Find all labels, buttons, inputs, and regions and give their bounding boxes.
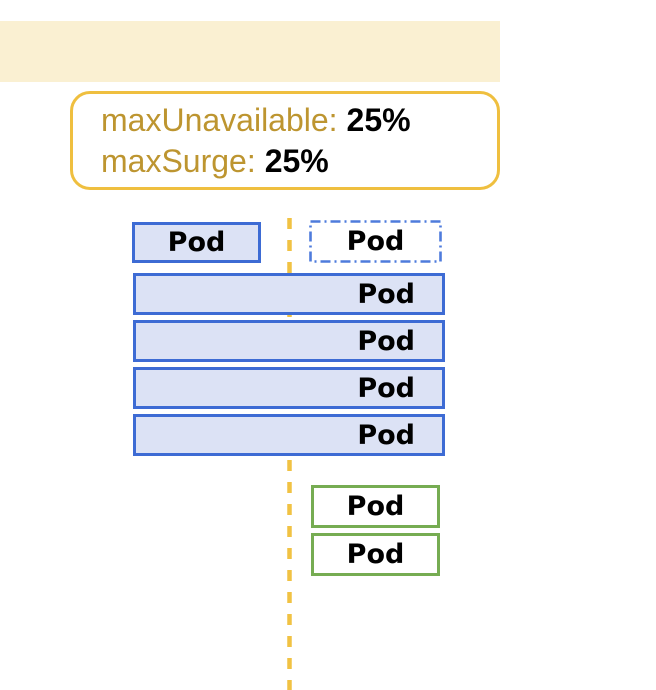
pod-label: Pod [357, 325, 415, 357]
pod-label: Pod [346, 491, 405, 522]
dash-dot-border [309, 220, 442, 263]
max-surge-value: 25% [264, 143, 329, 179]
pod-box-terminating: Pod [132, 222, 261, 263]
max-surge-key: maxSurge: [101, 143, 256, 179]
pod-box-running: Pod [133, 414, 445, 456]
pod-box-running: Pod [133, 367, 445, 409]
pod-box-surge-pending: Pod [309, 220, 442, 263]
max-unavailable-line: maxUnavailable:25% [101, 100, 497, 141]
pod-label: Pod [346, 539, 405, 570]
max-unavailable-key: maxUnavailable: [101, 102, 338, 138]
max-unavailable-value: 25% [346, 102, 411, 138]
pod-label: Pod [167, 227, 226, 258]
max-surge-line: maxSurge:25% [101, 141, 497, 182]
highlight-banner [0, 21, 500, 82]
pod-label: Pod [357, 419, 415, 451]
pod-box-new: Pod [311, 485, 440, 528]
pod-label: Pod [346, 226, 405, 257]
pod-label: Pod [357, 278, 415, 310]
pod-box-new: Pod [311, 533, 440, 576]
pod-label: Pod [357, 372, 415, 404]
pod-box-running: Pod [133, 320, 445, 362]
update-strategy-callout: maxUnavailable:25% maxSurge:25% [70, 91, 500, 190]
pod-box-running: Pod [133, 273, 445, 315]
